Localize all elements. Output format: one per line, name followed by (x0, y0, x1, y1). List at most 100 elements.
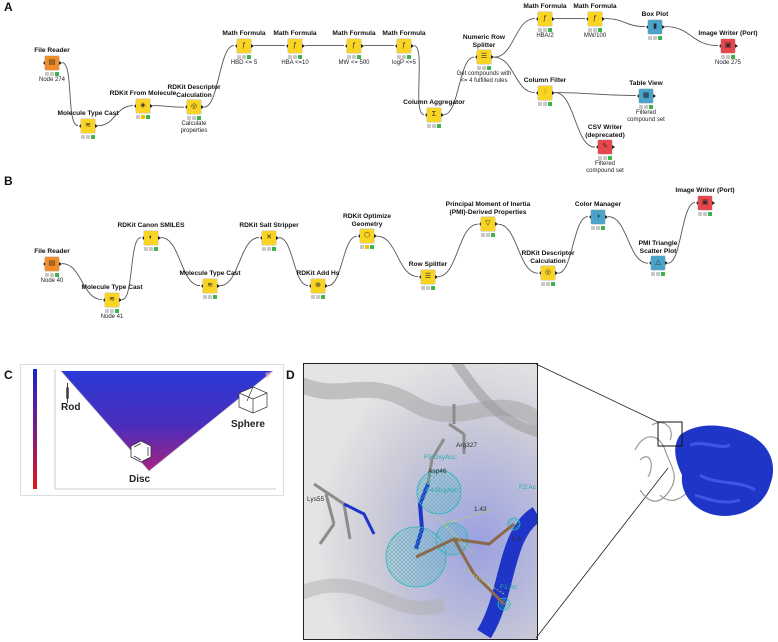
type-cast-icon[interactable]: ≋ (79, 118, 98, 133)
node-title: CSV Writer (deprecated) (585, 124, 625, 139)
csv-writer-icon[interactable]: ✎ (596, 140, 615, 155)
workflow-node-a1[interactable]: File Reader▤Node 274 (0, 47, 114, 84)
node-annotation: MW <= 500 (338, 59, 370, 66)
canon-smiles-icon[interactable]: ◐ (142, 230, 161, 245)
node-status-traffic-light (647, 35, 663, 40)
row-splitter-icon[interactable]: ☰ (475, 50, 494, 65)
protein-helix (477, 507, 537, 639)
node-title: Molecule Type Cast (57, 110, 119, 117)
connection-b9-b10 (497, 223, 539, 274)
node-status-traffic-light (359, 245, 375, 250)
workflow-node-a3[interactable]: RDKit From Molecule◈ (81, 90, 205, 119)
workflow-node-b13[interactable]: Image Writer (Port)▣ (643, 187, 767, 216)
image-writer-icon[interactable]: ▣ (719, 38, 738, 53)
math-formula-icon[interactable]: ƒ (235, 38, 254, 53)
workflow-node-b3[interactable]: RDKit Canon SMILES◐ (89, 222, 213, 251)
node-annotation: Filtered compound set (586, 161, 624, 175)
workflow-node-b2[interactable]: Molecule Type Cast≋Node 41 (50, 284, 174, 321)
workflow-node-b5[interactable]: RDKit Salt Stripper✕ (207, 222, 331, 251)
protein-surface (675, 425, 774, 516)
math-formula-icon[interactable]: ƒ (586, 11, 605, 26)
row-splitter-icon[interactable]: ☰ (419, 269, 438, 284)
connection-a10-a11 (493, 18, 536, 58)
workflow-node-b10[interactable]: RDKit Descriptor Calculation◎ (486, 250, 610, 287)
salt-stripper-icon[interactable]: ✕ (260, 230, 279, 245)
node-title: Molecule Type Cast (179, 270, 241, 277)
node-status-traffic-light (202, 294, 218, 299)
image-writer-icon[interactable]: ▣ (696, 195, 715, 210)
workflow-node-a14[interactable]: Image Writer (Port)▣Node 275 (666, 30, 778, 67)
workflow-node-a10[interactable]: Numeric Row Splitter☰Get compounds with … (422, 34, 546, 85)
node-title: Table View (629, 80, 663, 87)
node-status-traffic-light (261, 246, 277, 251)
node-title: RDKit Optimize Geometry (343, 213, 391, 228)
color-manager-icon[interactable]: ◑ (589, 209, 608, 224)
node-title: Principal Moment of Inertia (PMI)-Derive… (445, 201, 531, 216)
node-title: Math Formula (382, 30, 426, 37)
triangle-plot-icon[interactable]: △ (649, 256, 668, 271)
pharmacophore-acceptor-f3 (416, 469, 462, 515)
workflow-node-a16[interactable]: Table View▦Filtered compound set (584, 80, 708, 124)
column-aggregator-icon[interactable]: Σ (425, 107, 444, 122)
connection-a8-a9 (413, 45, 425, 116)
workflow-node-b12[interactable]: PMI Triangle Scatter Plot△ (596, 240, 720, 277)
connection-a1-a2 (61, 62, 79, 127)
optimize-geometry-icon[interactable]: ⬡ (358, 229, 377, 244)
node-status-traffic-light (537, 27, 553, 32)
label-f4-oxyacc: F4:OxyAcc: (426, 487, 460, 494)
workflow-node-b8[interactable]: Row Splitter☰ (366, 261, 490, 290)
file-reader-icon[interactable]: ▤ (43, 256, 62, 271)
workflow-node-b7[interactable]: RDKit Optimize Geometry⬡ (305, 213, 429, 250)
rod-molecule-icon (66, 383, 69, 403)
pmi-triangle-plot: Rod Disc Sphere (20, 364, 284, 496)
math-formula-icon[interactable]: ƒ (395, 38, 414, 53)
node-title: Math Formula (332, 30, 376, 37)
descriptor-icon[interactable]: ◎ (539, 266, 558, 281)
node-status-traffic-light (44, 272, 60, 277)
connection-a15-a16 (554, 92, 637, 97)
workflow-node-a17[interactable]: CSV Writer (deprecated)✎ Filtered compoun… (543, 124, 667, 175)
connection-a12-a13 (604, 18, 646, 28)
workflow-node-b4[interactable]: Molecule Type Cast≋ (148, 270, 272, 299)
node-status-traffic-light (396, 54, 412, 59)
rdkit-from-molecule-icon[interactable]: ◈ (134, 98, 153, 113)
type-cast-icon[interactable]: ≋ (201, 278, 220, 293)
workflow-node-b6[interactable]: RDKit Add Hs⊕ (256, 270, 380, 299)
add-hs-icon[interactable]: ⊕ (309, 278, 328, 293)
pmi-icon[interactable]: ▽ (479, 217, 498, 232)
descriptor-icon[interactable]: ◎ (185, 100, 204, 115)
node-status-traffic-light (310, 294, 326, 299)
node-status-traffic-light (590, 225, 606, 230)
rod-label: Rod (61, 402, 80, 413)
workflow-node-a15[interactable]: Column Filter⫶ (483, 77, 607, 106)
workflow-node-a4[interactable]: RDKit Descriptor Calculation◎Calculate p… (132, 84, 256, 135)
table-view-icon[interactable]: ▦ (637, 88, 656, 103)
type-cast-icon[interactable]: ≋ (103, 292, 122, 307)
node-title: Numeric Row Splitter (462, 34, 506, 49)
math-formula-icon[interactable]: ƒ (536, 11, 555, 26)
workflow-node-b11[interactable]: Color Manager◑ (536, 201, 660, 230)
workflow-node-b9[interactable]: Principal Moment of Inertia (PMI)-Derive… (426, 201, 550, 238)
node-annotation: Node 41 (100, 313, 124, 320)
binding-site-zoom: Arg327 F3:OxyAcc: Asp46 F4:OxyAcc: F2:Ac… (303, 363, 538, 640)
node-title: Column Aggregator (403, 99, 465, 106)
workflow-node-a2[interactable]: Molecule Type Cast≋ (26, 110, 150, 139)
file-reader-icon[interactable]: ▤ (43, 55, 62, 70)
connection-b6-b7 (327, 235, 358, 287)
math-formula-icon[interactable]: ƒ (286, 38, 305, 53)
column-filter-icon[interactable]: ⫶ (536, 85, 555, 100)
pmi-scatter-area (61, 371, 273, 471)
sphere-label: Sphere (231, 419, 265, 430)
node-title: Math Formula (523, 3, 567, 10)
box-plot-icon[interactable]: ▮ (646, 19, 665, 34)
math-formula-icon[interactable]: ƒ (345, 38, 364, 53)
workflow-node-b1[interactable]: File Reader▤Node 40 (0, 248, 114, 285)
workflow-node-a13[interactable]: Box Plot▮ (593, 11, 717, 40)
